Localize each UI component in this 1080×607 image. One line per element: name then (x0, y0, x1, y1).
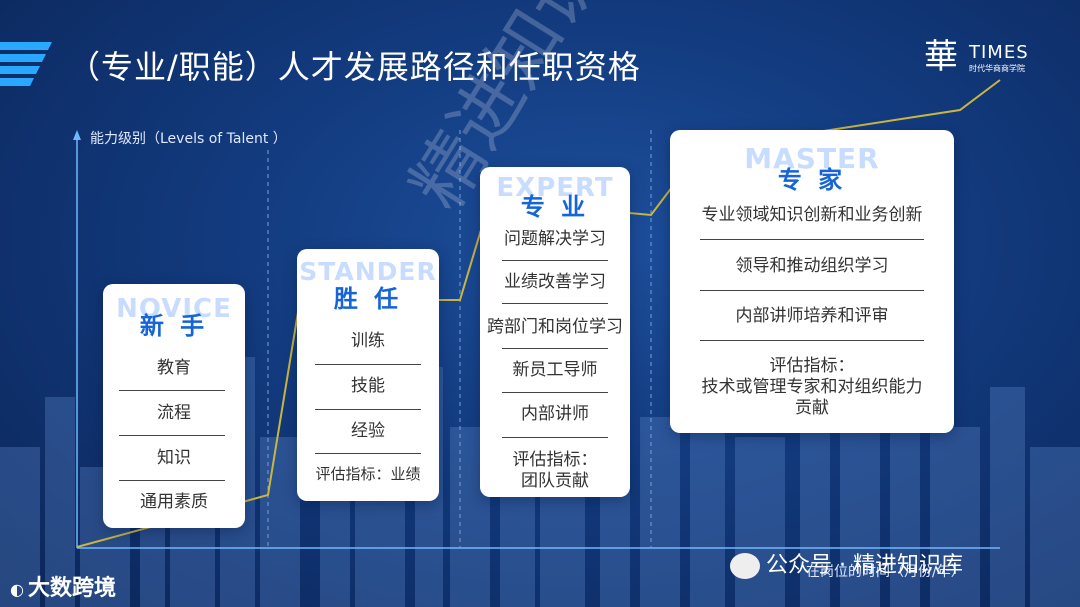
divider (502, 260, 608, 261)
stage-en-label: NOVICE (116, 294, 232, 324)
stage-item: 评估指标：业绩 (315, 465, 421, 483)
stage-title: 专 家 (777, 166, 847, 194)
page-title: （专业/职能）人才发展路径和任职资格 (68, 48, 641, 86)
wechat-name: 精进知识库 (853, 553, 964, 578)
divider (119, 435, 225, 436)
stage-card-master: MASTER 专 家 专业领域知识创新和业务创新 领导和推动组织学习 内部讲师培… (670, 130, 954, 433)
stage-item: 贡献 (795, 398, 829, 418)
stage-item: 专业领域知识创新和业务创新 (701, 205, 923, 225)
stage-item: 知识 (157, 448, 191, 468)
stage-card-expert: EXPERT 专 业 问题解决学习 业绩改善学习 跨部门和岗位学习 新员工导师 … (480, 167, 630, 497)
divider (700, 239, 924, 240)
stage-item: 内部讲师培养和评审 (735, 306, 889, 326)
divider (315, 453, 421, 454)
footer-logo-icon: ◐ (10, 580, 24, 599)
divider (700, 290, 924, 291)
stage-item: 技能 (351, 376, 385, 396)
stage-title: 专 业 (520, 193, 590, 221)
stage-title: 胜 任 (333, 285, 403, 313)
footer-logo-text: 大数跨境 (27, 576, 116, 601)
stage-item: 业绩改善学习 (504, 272, 606, 292)
y-axis-label: 能力级别（Levels of Talent ） (90, 131, 287, 147)
brand-subtitle: 时代华商商学院 (969, 64, 1025, 73)
stage-card-stander: STANDER 胜 任 训练 技能 经验 评估指标：业绩 (297, 249, 439, 501)
stage-item: 通用素质 (140, 492, 208, 512)
stage-item: 评估指标： (512, 450, 598, 470)
wechat-icon (730, 553, 760, 579)
brand-logo: 華 TIMES 时代华商商学院 (924, 38, 1044, 82)
stage-title: 新 手 (139, 312, 209, 340)
stage-item: 流程 (157, 403, 191, 423)
y-axis-arrow (73, 130, 81, 140)
divider (502, 392, 608, 393)
divider (119, 480, 225, 481)
divider (502, 348, 608, 349)
stage-en-label: MASTER (744, 142, 880, 175)
stage-item: 教育 (157, 358, 191, 378)
divider (700, 340, 924, 341)
stage-item: 新员工导师 (512, 360, 598, 380)
brand-mark: 華 (924, 37, 958, 77)
stage-item: 团队贡献 (521, 471, 589, 491)
stage-item: 评估指标： (769, 356, 855, 376)
divider (315, 364, 421, 365)
stage-item: 训练 (351, 331, 385, 351)
divider (502, 303, 608, 304)
footer-logo: ◐大数跨境 (10, 570, 116, 602)
x-axis-label: 在岗位的时间（月份/年） (806, 564, 965, 580)
divider (315, 409, 421, 410)
title-stripes-decoration (0, 42, 52, 86)
brand-name: TIMES (969, 42, 1029, 63)
wechat-channel: 公众号 (766, 553, 833, 578)
wechat-separator: · (839, 553, 847, 578)
stage-item: 问题解决学习 (504, 229, 606, 249)
stage-en-label: EXPERT (496, 173, 614, 203)
stage-item: 经验 (351, 421, 385, 441)
divider (502, 437, 608, 438)
stage-en-label: STANDER (299, 257, 437, 286)
stage-item: 内部讲师 (521, 404, 589, 424)
divider (119, 390, 225, 391)
stage-item: 技术或管理专家和对组织能力 (701, 377, 923, 397)
wechat-watermark: 公众号 · 精进知识库 (730, 547, 963, 579)
stage-item: 领导和推动组织学习 (735, 256, 889, 276)
stage-card-novice: NOVICE 新 手 教育 流程 知识 通用素质 (103, 284, 245, 528)
stage-item: 跨部门和岗位学习 (487, 317, 623, 337)
